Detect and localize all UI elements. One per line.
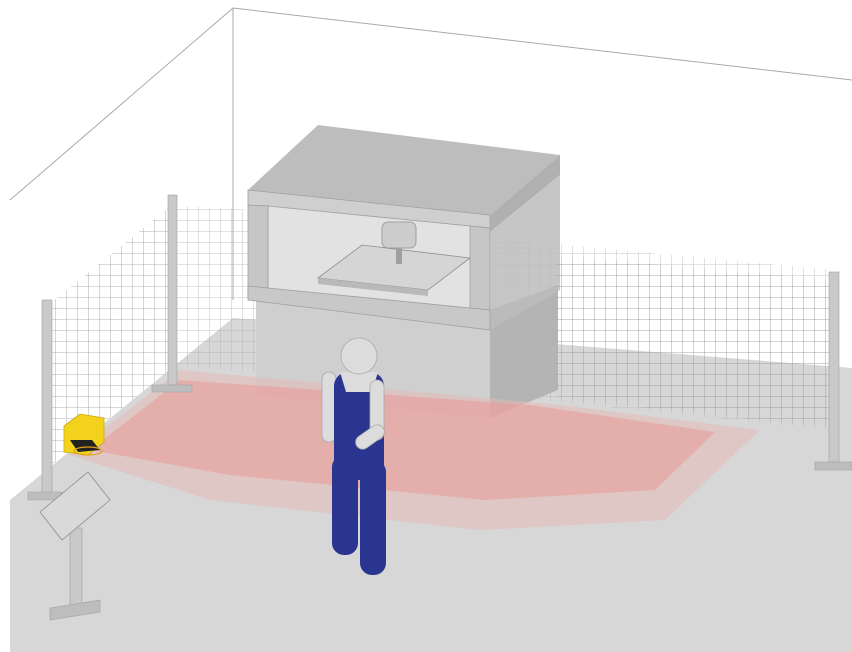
control-panel	[39, 471, 111, 621]
operator-left-arm	[321, 371, 337, 443]
machine	[247, 125, 560, 418]
operator-right-leg	[360, 460, 386, 575]
fence-post-left-front	[41, 299, 53, 496]
fence-post-right-foot	[814, 461, 852, 471]
machine-right-side	[490, 175, 560, 330]
operator-shirt	[340, 372, 378, 392]
machine-top-side	[490, 155, 560, 232]
machine-spindle-tool	[396, 248, 402, 264]
operator-forearm	[355, 424, 385, 450]
fence-back-left	[172, 205, 256, 372]
machine-spindle-head	[381, 221, 417, 249]
fence-post-right	[828, 271, 840, 463]
safety-laser-scanner	[63, 413, 105, 456]
machine-top-face	[248, 125, 560, 215]
fence-post-left-back-foot	[151, 384, 193, 393]
operator-head	[340, 337, 378, 375]
fence-left	[27, 194, 193, 501]
machine-left-column	[247, 204, 269, 301]
fence-post-left-back	[167, 194, 178, 386]
protective-field	[90, 380, 715, 500]
fence-right	[556, 255, 852, 471]
control-panel-screen	[39, 471, 111, 541]
machine-table-edge	[318, 278, 428, 296]
control-panel-post	[69, 527, 83, 609]
machine-bed-front	[247, 285, 491, 331]
operator	[321, 337, 386, 575]
machine-table	[316, 244, 472, 291]
control-panel-base	[49, 599, 101, 621]
